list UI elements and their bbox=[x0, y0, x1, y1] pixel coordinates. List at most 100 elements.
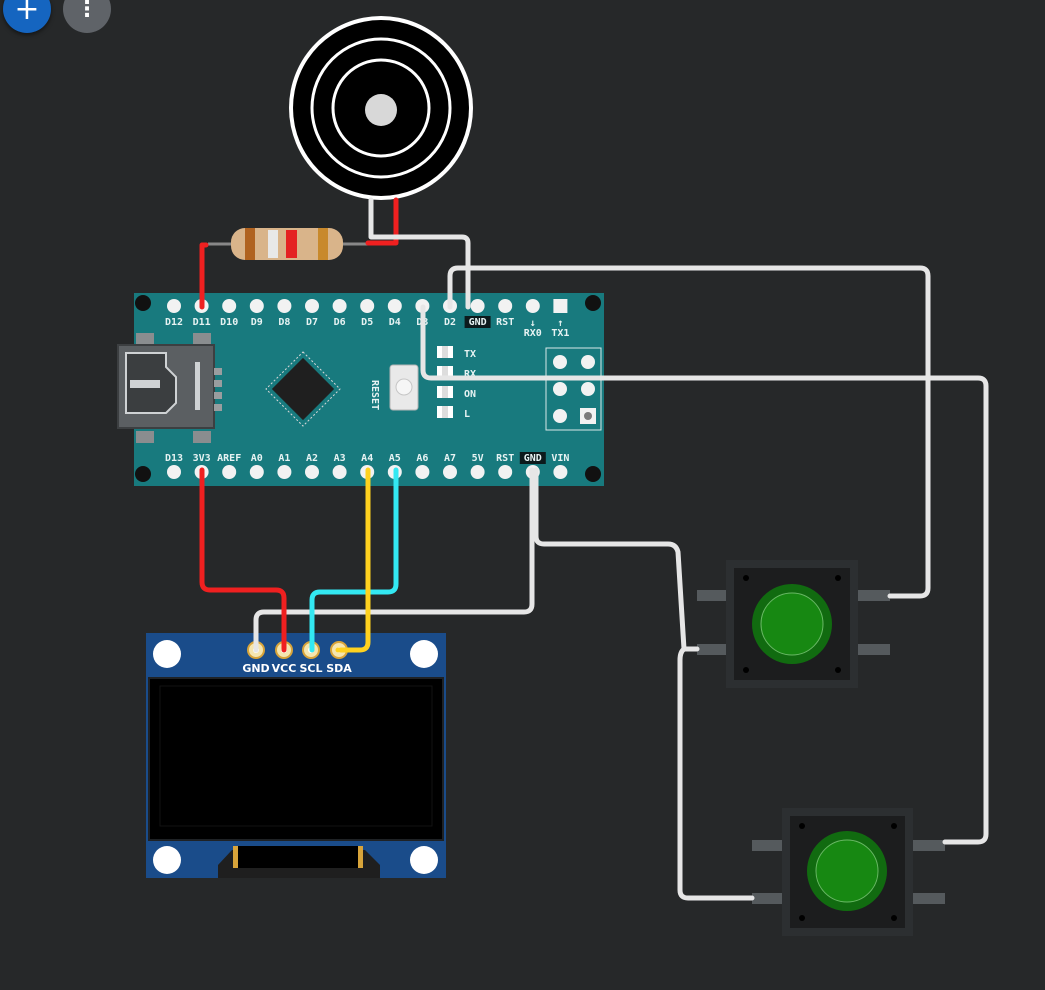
rx-mark: ↓ bbox=[530, 318, 536, 329]
add-part-button[interactable]: + bbox=[3, 0, 51, 33]
mcu-chip bbox=[265, 351, 341, 427]
pin-a0[interactable] bbox=[249, 465, 264, 479]
pin-label: D12 bbox=[165, 317, 183, 328]
pin-label: A5 bbox=[389, 453, 401, 464]
pin-label: D13 bbox=[165, 453, 183, 464]
pin-label: VIN bbox=[551, 453, 569, 464]
pin-a6[interactable] bbox=[415, 465, 430, 479]
pin-label: D9 bbox=[251, 317, 263, 328]
pin-label: 5V bbox=[472, 453, 484, 464]
piezo-buzzer[interactable] bbox=[289, 16, 473, 200]
led-label: L bbox=[464, 409, 470, 420]
usb-connector bbox=[117, 333, 222, 443]
pin-gnd[interactable] bbox=[470, 299, 485, 313]
wire-yellow[interactable] bbox=[335, 467, 371, 653]
pin-d4[interactable] bbox=[387, 299, 402, 313]
led-label: ON bbox=[464, 389, 476, 400]
mount-hole bbox=[153, 846, 181, 874]
wire-white[interactable] bbox=[253, 467, 535, 653]
pin-d5[interactable] bbox=[360, 299, 375, 313]
mount-hole bbox=[585, 295, 601, 311]
pushbutton-2[interactable] bbox=[752, 808, 945, 936]
pin-label: A3 bbox=[334, 453, 346, 464]
pin-label: D6 bbox=[334, 317, 346, 328]
oled-pin-label: VCC bbox=[272, 662, 297, 675]
pin-d10[interactable] bbox=[222, 299, 237, 313]
pin-label: A2 bbox=[306, 453, 318, 464]
wire-red[interactable] bbox=[199, 467, 287, 653]
pin-label: RX0 bbox=[524, 328, 542, 339]
pin-label: D8 bbox=[278, 317, 290, 328]
pin-label: D5 bbox=[361, 317, 373, 328]
pin-label: RST bbox=[496, 317, 514, 328]
pin-rst[interactable] bbox=[498, 465, 513, 479]
pin-label: TX1 bbox=[551, 328, 569, 339]
pin-5v[interactable] bbox=[470, 465, 485, 479]
pin-tx1[interactable] bbox=[553, 299, 568, 313]
pin-d12[interactable] bbox=[167, 299, 181, 313]
wire-white[interactable] bbox=[368, 197, 471, 310]
icsp-header bbox=[545, 347, 602, 431]
mount-hole bbox=[410, 846, 438, 874]
pin-rst[interactable] bbox=[498, 299, 513, 313]
mount-hole bbox=[410, 640, 438, 668]
mount-hole bbox=[135, 466, 151, 482]
pin-d7[interactable] bbox=[305, 299, 319, 313]
oled-pin-label: SCL bbox=[299, 662, 322, 675]
wire-white[interactable] bbox=[420, 304, 989, 845]
pin-d6[interactable] bbox=[332, 299, 347, 313]
wire-red[interactable] bbox=[365, 197, 399, 246]
pin-rx0[interactable] bbox=[525, 299, 540, 313]
wire-cyan[interactable] bbox=[309, 467, 399, 653]
resistor-band bbox=[268, 230, 278, 258]
resistor-band bbox=[318, 228, 328, 260]
pin-label: GND bbox=[524, 453, 542, 464]
mount-hole bbox=[135, 295, 151, 311]
pin-a1[interactable] bbox=[277, 465, 292, 479]
mount-hole bbox=[153, 640, 181, 668]
oled-pin-label: SDA bbox=[326, 662, 352, 675]
bottom-pin-header: D13 3V3 AREF A0 A1 A2 A3 A4 A5 A6 A7 5V RST GND VIN bbox=[165, 452, 569, 479]
pin-label: 3V3 bbox=[193, 453, 211, 464]
pin-label: A1 bbox=[278, 453, 290, 464]
pin-label: D7 bbox=[306, 317, 318, 328]
pin-label: A6 bbox=[416, 453, 428, 464]
pin-label: A7 bbox=[444, 453, 456, 464]
pin-label: A0 bbox=[251, 453, 263, 464]
reset-label: RESET bbox=[369, 380, 380, 410]
pin-label: A4 bbox=[361, 453, 373, 464]
pin-label: D11 bbox=[193, 317, 211, 328]
mount-hole bbox=[585, 466, 601, 482]
pin-a3[interactable] bbox=[332, 465, 347, 479]
oled-pin-label: GND bbox=[242, 662, 269, 675]
wire-white[interactable] bbox=[447, 265, 931, 599]
pushbutton-1[interactable] bbox=[697, 560, 890, 688]
pin-d8[interactable] bbox=[277, 299, 292, 313]
pin-label: D4 bbox=[389, 317, 401, 328]
pin-label: D2 bbox=[444, 317, 456, 328]
resistor-band bbox=[286, 230, 297, 258]
wires bbox=[199, 197, 989, 901]
pin-label: RST bbox=[496, 453, 514, 464]
status-leds: TX RX ON L bbox=[437, 346, 476, 420]
pin-d9[interactable] bbox=[249, 299, 264, 313]
pin-label: GND bbox=[469, 317, 487, 328]
wire-white[interactable] bbox=[533, 467, 755, 901]
pin-aref[interactable] bbox=[222, 465, 237, 479]
pin-label: D10 bbox=[220, 317, 238, 328]
pin-vin[interactable] bbox=[553, 465, 568, 479]
resistor[interactable] bbox=[208, 228, 368, 260]
tx-mark: ↑ bbox=[557, 318, 563, 329]
pin-a2[interactable] bbox=[305, 465, 319, 479]
wire-red[interactable] bbox=[199, 242, 209, 310]
pin-a7[interactable] bbox=[443, 465, 457, 479]
resistor-band bbox=[245, 228, 255, 260]
led-label: RX bbox=[464, 369, 476, 380]
pin-d13[interactable] bbox=[167, 465, 181, 479]
pin-label: AREF bbox=[217, 453, 241, 464]
